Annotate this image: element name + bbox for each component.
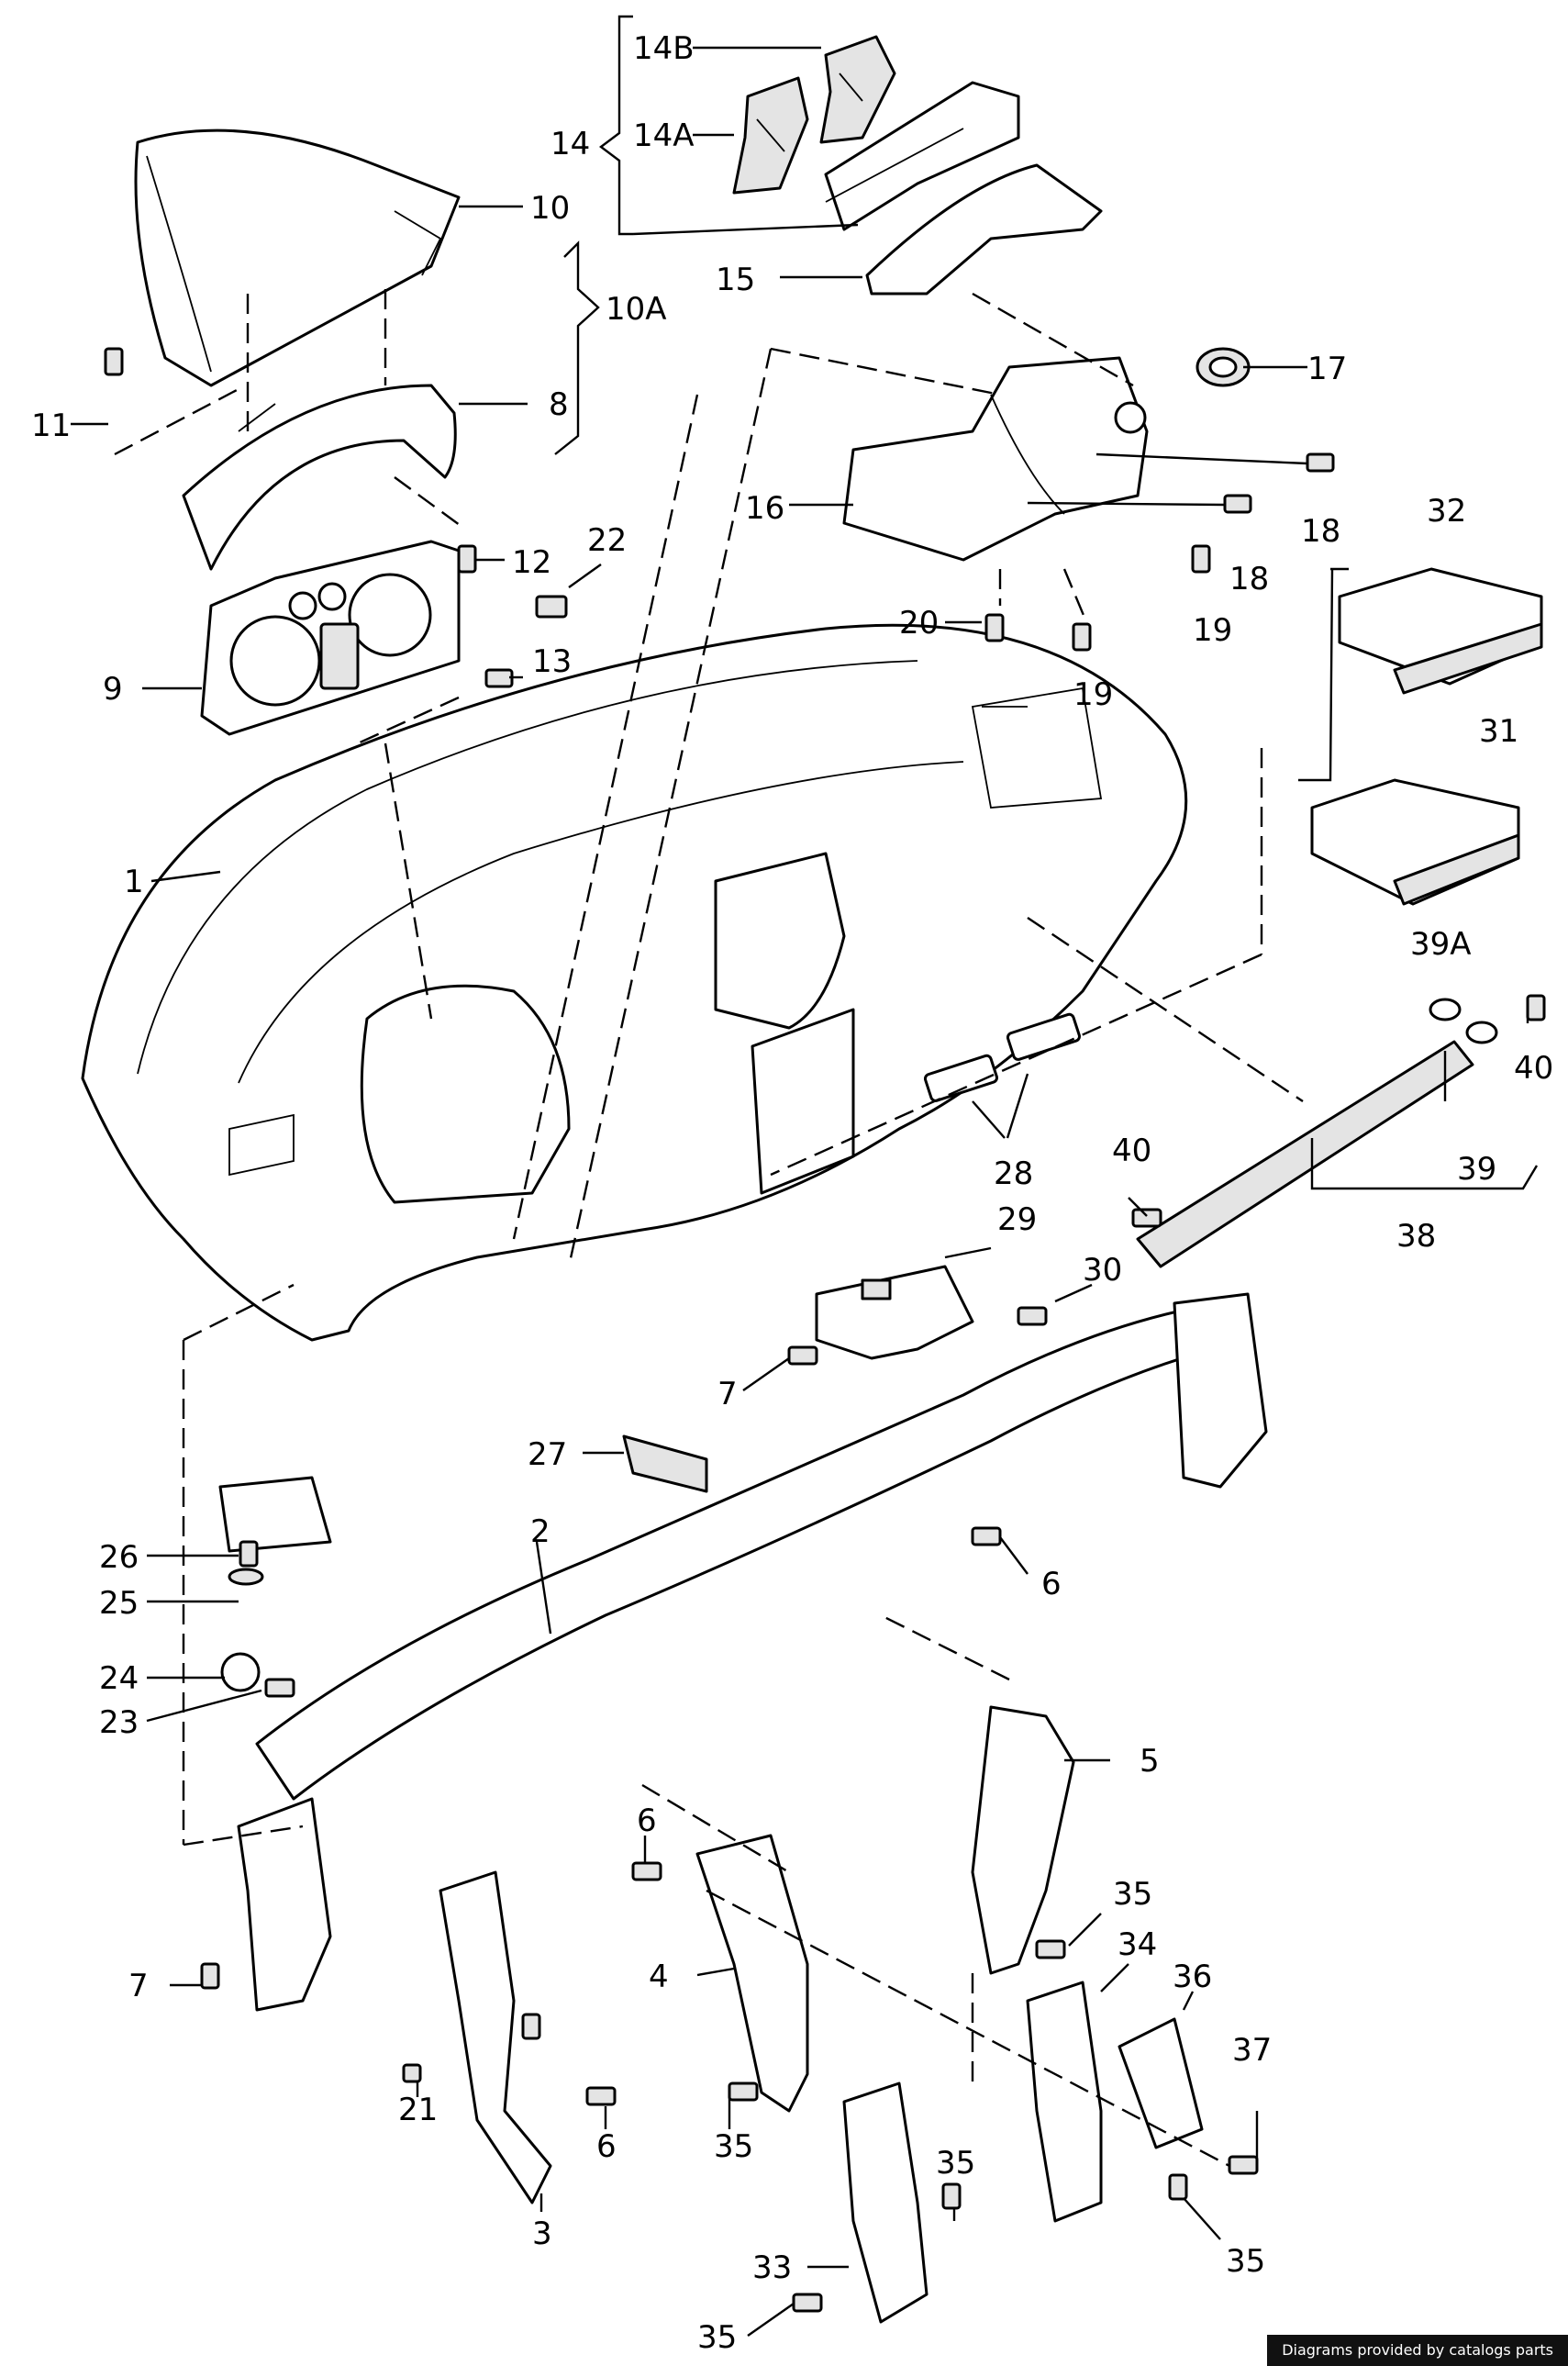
callout-14a: 14A bbox=[633, 117, 695, 154]
callout-14b: 14B bbox=[633, 30, 695, 67]
callout-18a: 18 bbox=[1301, 513, 1340, 550]
callout-22: 22 bbox=[587, 522, 627, 559]
callout-11: 11 bbox=[31, 407, 71, 444]
bracket-33 bbox=[842, 2081, 929, 2324]
callout-8: 8 bbox=[549, 386, 569, 423]
callout-16: 16 bbox=[745, 490, 784, 527]
steering-column-cover-upper bbox=[824, 81, 1020, 231]
callout-27: 27 bbox=[528, 1436, 567, 1473]
callout-39a: 39A bbox=[1410, 926, 1472, 963]
bracket-34 bbox=[1026, 1981, 1103, 2223]
callout-34: 34 bbox=[1118, 1926, 1157, 1963]
callout-35b: 35 bbox=[714, 2128, 753, 2165]
dashboard-panel bbox=[81, 623, 1188, 1342]
callout-29: 29 bbox=[997, 1201, 1037, 1238]
cross-member-2 bbox=[218, 1292, 1268, 1801]
callout-31: 31 bbox=[1479, 713, 1518, 750]
callout-40a: 40 bbox=[1514, 1050, 1553, 1087]
callout-32: 32 bbox=[1427, 493, 1466, 530]
callout-13: 13 bbox=[532, 643, 572, 680]
callout-9: 9 bbox=[103, 671, 123, 708]
callout-37: 37 bbox=[1232, 2032, 1272, 2069]
steering-trim-14b bbox=[819, 35, 896, 144]
callout-10: 10 bbox=[530, 190, 570, 227]
lower-trim-16 bbox=[842, 356, 1149, 562]
instrument-cluster bbox=[200, 540, 461, 736]
grommet-17 bbox=[1195, 347, 1251, 387]
callout-4: 4 bbox=[649, 1959, 669, 1995]
storage-compartment-32 bbox=[1338, 567, 1543, 695]
clip-39 bbox=[1429, 998, 1498, 1044]
callout-7b: 7 bbox=[128, 1968, 149, 2004]
callout-6a: 6 bbox=[1041, 1566, 1062, 1602]
callout-28: 28 bbox=[994, 1155, 1033, 1192]
steering-column-cover-lower bbox=[865, 163, 1103, 296]
leader-lines bbox=[71, 15, 1539, 2337]
callout-39: 39 bbox=[1457, 1151, 1496, 1188]
callout-17: 17 bbox=[1307, 351, 1347, 387]
bracket-3 bbox=[439, 1870, 552, 2204]
callout-5: 5 bbox=[1140, 1743, 1160, 1780]
callout-2: 2 bbox=[530, 1513, 550, 1550]
callout-38: 38 bbox=[1396, 1218, 1436, 1255]
callout-6b: 6 bbox=[637, 1802, 657, 1839]
storage-tray-29 bbox=[815, 1265, 974, 1360]
callout-26: 26 bbox=[99, 1539, 139, 1576]
instrument-hood-lower bbox=[182, 384, 457, 571]
callout-10a: 10A bbox=[606, 291, 667, 328]
callout-3: 3 bbox=[532, 2215, 552, 2252]
callout-19a: 19 bbox=[1193, 612, 1232, 649]
fasteners bbox=[104, 347, 1546, 2313]
diagram-credit: Diagrams provided by catalogs parts bbox=[1267, 2335, 1568, 2366]
callout-12: 12 bbox=[512, 544, 551, 581]
callout-25: 25 bbox=[99, 1585, 139, 1622]
assembly-lines bbox=[114, 289, 1304, 2168]
bracket-left-support bbox=[237, 1797, 332, 2012]
callout-40b: 40 bbox=[1112, 1133, 1151, 1169]
instrument-hood-upper bbox=[134, 128, 461, 387]
callout-23: 23 bbox=[99, 1704, 139, 1741]
bracket-4 bbox=[695, 1834, 809, 2113]
bracket-36 bbox=[1118, 2017, 1204, 2149]
callout-19b: 19 bbox=[1073, 676, 1113, 713]
callout-18b: 18 bbox=[1229, 561, 1269, 597]
steering-trim-14a bbox=[732, 76, 809, 195]
switch-blanks-28 bbox=[923, 1012, 1081, 1102]
callout-36: 36 bbox=[1173, 1959, 1212, 1995]
callout-1: 1 bbox=[124, 864, 144, 900]
storage-compartment-31 bbox=[1310, 778, 1520, 906]
callout-7a: 7 bbox=[717, 1376, 738, 1412]
callout-14: 14 bbox=[550, 126, 590, 162]
trim-strip-38 bbox=[1136, 1040, 1474, 1268]
callout-35e: 35 bbox=[697, 2319, 737, 2356]
callout-labels: 14B 14A 14 10 10A 15 17 11 8 16 18 18 32… bbox=[31, 30, 1553, 2356]
callout-35d: 35 bbox=[936, 2145, 975, 2182]
callout-30: 30 bbox=[1083, 1252, 1122, 1289]
callout-35c: 35 bbox=[1226, 2243, 1265, 2280]
callout-6c: 6 bbox=[596, 2128, 617, 2165]
callout-20: 20 bbox=[899, 605, 939, 642]
callout-35a: 35 bbox=[1113, 1876, 1152, 1913]
callout-24: 24 bbox=[99, 1660, 139, 1697]
bracket-5 bbox=[971, 1705, 1075, 1975]
connector-27 bbox=[622, 1434, 708, 1493]
callout-33: 33 bbox=[752, 2249, 792, 2286]
callout-21: 21 bbox=[398, 2092, 438, 2128]
callout-15: 15 bbox=[716, 262, 755, 298]
